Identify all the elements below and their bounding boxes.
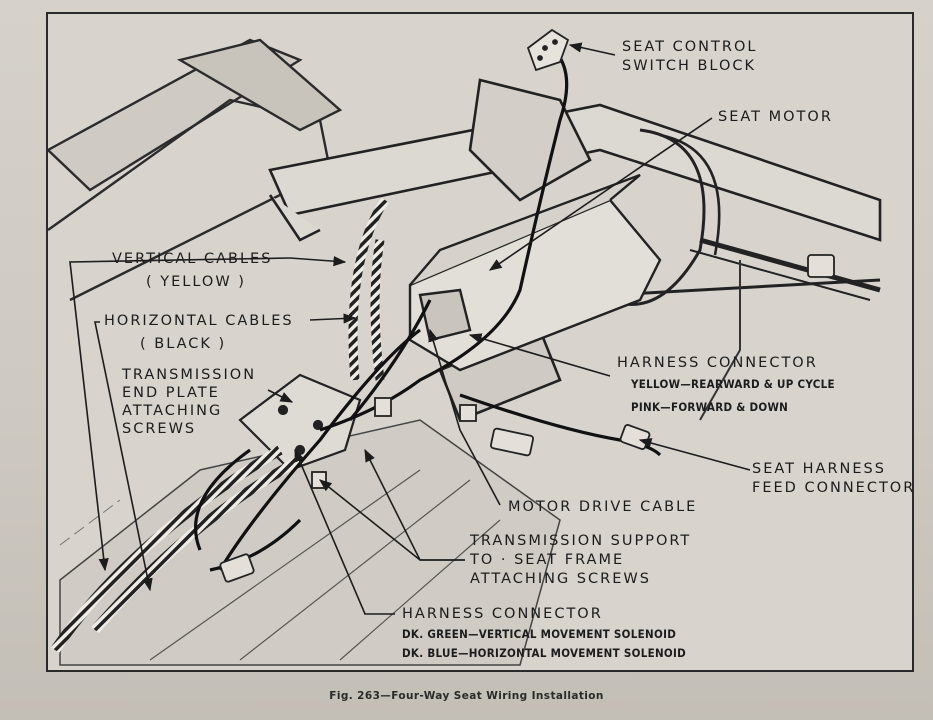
label-line: END PLATE <box>122 385 220 401</box>
seat-motor-housing <box>408 173 662 372</box>
floor-pan <box>45 38 881 666</box>
label-seat-harness-feed-connector: SEAT HARNESS FEED CONNECTOR <box>752 460 915 498</box>
label-line: DK. GREEN—VERTICAL MOVEMENT SOLENOID <box>402 627 677 641</box>
label-harness-connector-upper: HARNESS CONNECTOR YELLOW—REARWARD & UP C… <box>617 354 835 415</box>
label-line: ( YELLOW ) <box>146 274 246 290</box>
label-vertical-cables: VERTICAL CABLES ( YELLOW ) <box>112 250 272 292</box>
label-transmission-end-plate: TRANSMISSION END PLATE ATTACHING SCREWS <box>122 366 256 438</box>
label-line: TO · SEAT FRAME <box>470 552 625 568</box>
flex-cables <box>50 197 389 653</box>
label-line: SEAT HARNESS <box>752 461 886 477</box>
label-seat-motor: SEAT MOTOR <box>718 109 833 125</box>
label-motor-drive-cable: MOTOR DRIVE CABLE <box>508 499 698 515</box>
label-seat-control-switch-block: SEAT CONTROL SWITCH BLOCK <box>622 38 757 76</box>
label-line: ATTACHING <box>122 403 223 419</box>
figure-caption: Fig. 263—Four-Way Seat Wiring Installati… <box>329 690 604 702</box>
label-line: PINK—FORWARD & DOWN <box>631 400 789 414</box>
label-line: TRANSMISSION SUPPORT <box>470 533 692 549</box>
label-line: ( BLACK ) <box>140 336 227 352</box>
label-line: SCREWS <box>122 421 197 437</box>
label-line: SWITCH BLOCK <box>622 58 757 74</box>
label-line: SEAT CONTROL <box>622 39 758 55</box>
label-line: FEED CONNECTOR <box>752 480 916 496</box>
leader-lines <box>69 42 751 615</box>
label-harness-connector-lower: HARNESS CONNECTOR DK. GREEN—VERTICAL MOV… <box>402 605 686 661</box>
label-transmission-support: TRANSMISSION SUPPORT TO · SEAT FRAME ATT… <box>470 532 691 589</box>
label-title: HARNESS CONNECTOR <box>617 355 818 371</box>
label-line: HORIZONTAL CABLES <box>104 313 294 329</box>
label-title: HARNESS CONNECTOR <box>402 606 603 622</box>
wiring-harness <box>194 38 662 572</box>
connectors <box>219 28 835 583</box>
label-line: YELLOW—REARWARD & UP CYCLE <box>631 377 835 391</box>
label-line: VERTICAL CABLES <box>112 251 273 267</box>
label-horizontal-cables: HORIZONTAL CABLES ( BLACK ) <box>104 312 294 354</box>
label-line: DK. BLUE—HORIZONTAL MOVEMENT SOLENOID <box>402 646 687 660</box>
label-line: ATTACHING SCREWS <box>470 571 651 587</box>
label-line: TRANSMISSION <box>122 367 257 383</box>
